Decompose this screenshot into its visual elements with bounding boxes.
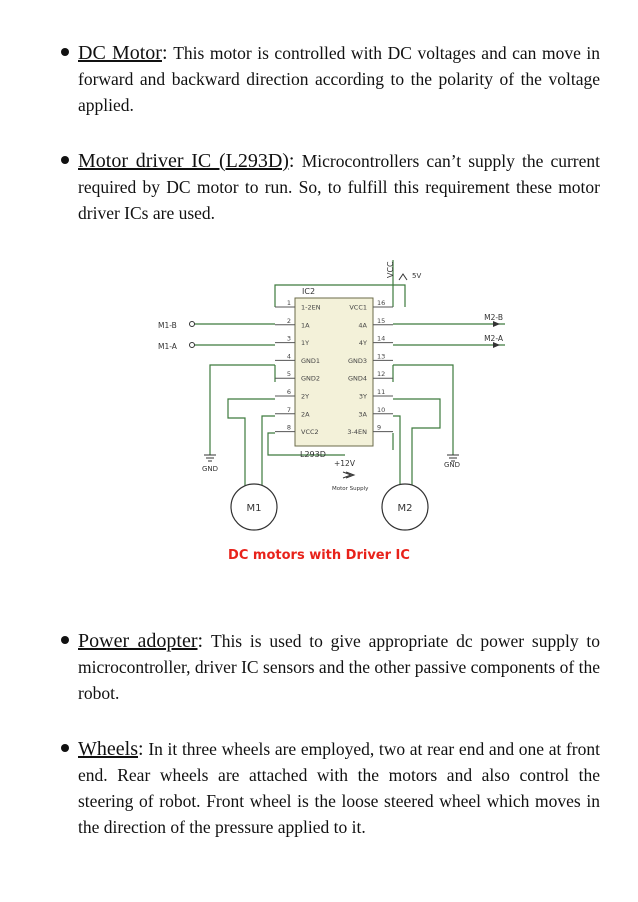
ic-pin-number-right: 10 xyxy=(377,406,385,414)
v12-label: +12V xyxy=(334,459,356,468)
motor-m1-label: M1 xyxy=(247,503,262,514)
bullet-dot xyxy=(61,744,69,752)
bullet-dc-motor: DC Motor: This motor is controlled with … xyxy=(61,40,600,118)
ic-pin-number-left: 4 xyxy=(287,352,291,360)
supply-arrow-icon-2 xyxy=(342,471,353,479)
m1b-label: M1-B xyxy=(158,321,177,330)
bullet-text: This is used to give appropriate dc powe… xyxy=(78,631,601,703)
gnd-right-icon xyxy=(447,454,459,462)
ic-pin-name-left: 2Y xyxy=(301,393,309,401)
figure-caption: DC motors with Driver IC xyxy=(228,548,410,563)
bullet-term: Motor driver IC (L293D) xyxy=(78,150,289,172)
bullet-text: Microcontrollers can’t supply the curren… xyxy=(78,151,600,223)
ic-pin-name-left: 1A xyxy=(301,321,310,329)
m1a-terminal xyxy=(189,342,195,348)
ic-pin-number-left: 6 xyxy=(287,388,291,396)
ic-part-label: L293D xyxy=(300,450,326,459)
bullet-term: Wheels xyxy=(78,738,138,760)
ic-pin-name-right: GND4 xyxy=(348,375,367,383)
motor-m2 xyxy=(381,483,429,531)
vcc-label: VCC xyxy=(386,261,395,278)
m2b-label: M2-B xyxy=(484,313,503,322)
m2b-arrow-icon xyxy=(493,321,500,327)
bullet-dot xyxy=(61,48,69,56)
ic-pin-name-right: 4Y xyxy=(359,339,367,347)
m2a-arrow-icon xyxy=(493,342,500,348)
ic-pin-number-right: 15 xyxy=(377,317,385,325)
ic-pin-name-left: 1-2EN xyxy=(301,304,321,312)
circuit-wires xyxy=(192,260,505,490)
supply-arrow-icon xyxy=(345,471,356,479)
m1b-terminal xyxy=(189,321,195,327)
bullet-wheels: Wheels: In it three wheels are employed,… xyxy=(61,736,600,840)
ic-pin-name-left: VCC2 xyxy=(301,428,319,436)
bullet-term: DC Motor xyxy=(78,42,162,64)
ic-pin-number-right: 13 xyxy=(377,352,385,360)
ic-pin-name-right: 3A xyxy=(358,410,367,418)
gnd-left-label: GND xyxy=(202,465,218,473)
ic-pin-number-left: 8 xyxy=(287,424,291,432)
ic-pin-name-right: 4A xyxy=(358,321,367,329)
ic-pin-name-right: VCC1 xyxy=(349,304,367,312)
ic-pin-name-left: GND1 xyxy=(301,357,320,365)
ic-pin-name-right: GND3 xyxy=(348,357,367,365)
ic-body xyxy=(294,297,374,447)
m1a-label: M1-A xyxy=(158,342,178,351)
ic-pin-number-right: 9 xyxy=(377,424,381,432)
ic-pin-number-right: 14 xyxy=(377,335,385,343)
bullet-motor-driver: Motor driver IC (L293D): Microcontroller… xyxy=(61,148,600,226)
ic-pin-name-right: 3-4EN xyxy=(347,428,367,436)
bullet-text: In it three wheels are employed, two at … xyxy=(78,739,600,837)
m2a-label: M2-A xyxy=(484,334,504,343)
term-suffix: : xyxy=(137,738,144,760)
ic-pin-number-left: 3 xyxy=(287,335,291,343)
ic-pin-name-left: 2A xyxy=(301,410,310,418)
term-suffix: : xyxy=(197,630,204,652)
ic-name-label: IC2 xyxy=(302,287,315,296)
ic-pin-number-left: 5 xyxy=(287,370,291,378)
bullet-term: Power adopter xyxy=(78,630,198,652)
bullet-power-adopter: Power adopter: This is used to give appr… xyxy=(61,628,601,706)
term-suffix: : xyxy=(288,150,295,172)
ic-pin-number-left: 1 xyxy=(287,299,291,307)
motor-supply-label: Motor Supply xyxy=(332,486,369,492)
motor-m2-label: M2 xyxy=(398,503,413,514)
motor-m1 xyxy=(230,483,278,531)
gnd-left-icon xyxy=(204,454,216,462)
bullet-dot xyxy=(61,636,69,644)
vcc-arrow-icon xyxy=(398,273,408,281)
ic-pin-number-right: 11 xyxy=(377,388,385,396)
ic-pin-name-left: GND2 xyxy=(301,375,320,383)
ic-pin-name-left: 1Y xyxy=(301,339,309,347)
ic-pin-number-right: 12 xyxy=(377,370,385,378)
ic-pins xyxy=(275,306,393,433)
ic-pin-number-left: 7 xyxy=(287,406,291,414)
ic-pin-number-right: 16 xyxy=(377,299,385,307)
term-suffix: : xyxy=(161,42,168,64)
gnd-right-label: GND xyxy=(444,461,460,469)
ic-pin-name-right: 3Y xyxy=(359,393,367,401)
v5-label: 5V xyxy=(412,272,421,280)
bullet-dot xyxy=(61,156,69,164)
ic-pin-number-left: 2 xyxy=(287,317,291,325)
bullet-text: This motor is controlled with DC voltage… xyxy=(78,43,600,115)
